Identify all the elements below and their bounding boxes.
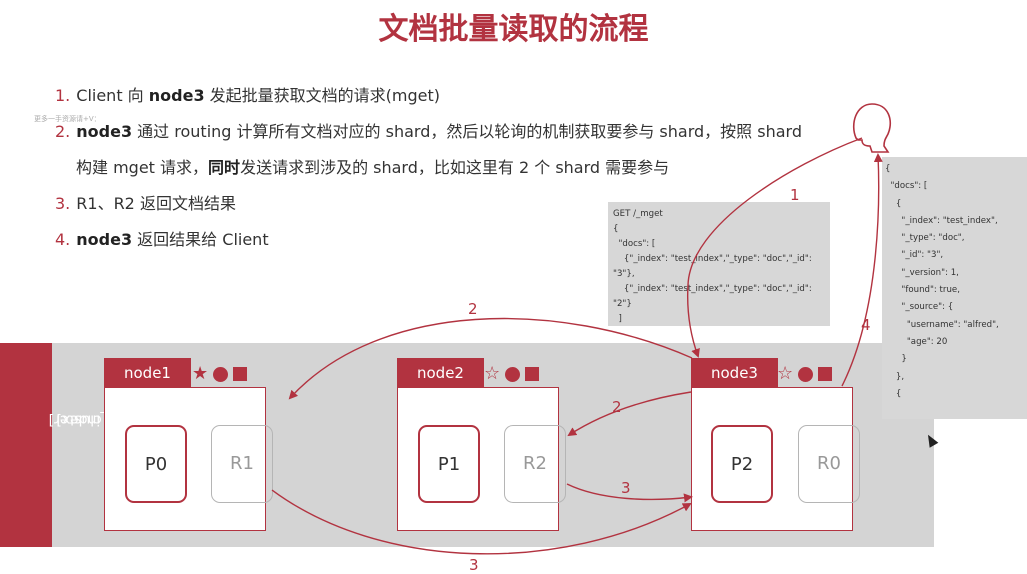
star-outline-icon: ☆ <box>777 363 794 384</box>
star-icon: ★ <box>192 363 209 384</box>
node3-roles: ☆ <box>777 363 837 385</box>
arrow-4 <box>841 153 883 387</box>
arrow-1-label: 1 <box>790 186 800 204</box>
arrow-4-label: 4 <box>861 316 871 334</box>
shard-p1: P1 <box>418 425 480 503</box>
node2-header: node2 <box>397 358 484 388</box>
shard-r0: R0 <box>798 425 860 503</box>
shard-p2: P2 <box>711 425 773 503</box>
arrow-3-bot <box>271 489 692 555</box>
square-icon <box>525 367 540 381</box>
shard-r1: R1 <box>211 425 273 503</box>
step-list: 1.Client 向 node3 发起批量获取文档的请求(mget) 2.nod… <box>55 78 802 258</box>
node1-header: node1 <box>104 358 191 388</box>
arrow-2-mid-label: 2 <box>612 398 622 416</box>
node2-roles: ☆ <box>484 363 544 385</box>
square-icon <box>233 367 248 381</box>
node3-header: node3 <box>691 358 778 388</box>
step-3: 3.R1、R2 返回文档结果 <box>55 194 236 213</box>
user-head-icon <box>852 103 892 153</box>
arrow-1 <box>686 137 863 358</box>
mget-response-code: { "docs": [ { "_index": "test_index", "_… <box>882 157 1027 419</box>
watermark-text: 更多一手资源请+V： <box>34 115 101 123</box>
shard-p0: P0 <box>125 425 187 503</box>
page-title: 文档批量读取的流程 <box>378 12 649 47</box>
mget-request-code: GET /_mget { "docs": [ {"_index": "test_… <box>608 202 830 326</box>
arrow-3-mid <box>566 483 693 503</box>
star-outline-icon: ☆ <box>484 363 501 384</box>
arrow-3-bot-label: 3 <box>469 556 479 574</box>
step-2: 2.node3 通过 routing 计算所有文档对应的 shard，然后以轮询… <box>55 122 802 141</box>
step-4: 4.node3 返回结果给 Client <box>55 230 269 249</box>
step-2-cont: 构建 mget 请求，同时发送请求到涉及的 shard，比如这里有 2 个 sh… <box>76 158 670 177</box>
arrow-2-top <box>288 317 693 400</box>
arrow-2-top-label: 2 <box>468 300 478 318</box>
arrow-2-mid <box>567 391 692 437</box>
node1-roles: ★ <box>192 363 252 385</box>
arrow-3-mid-label: 3 <box>621 479 631 497</box>
shard-r2: R2 <box>504 425 566 503</box>
step-1: 1.Client 向 node3 发起批量获取文档的请求(mget) <box>55 86 441 105</box>
square-icon <box>818 367 833 381</box>
cluster-side-bar <box>0 343 52 547</box>
circle-icon <box>505 366 521 382</box>
circle-icon <box>798 366 814 382</box>
circle-icon <box>213 366 229 382</box>
